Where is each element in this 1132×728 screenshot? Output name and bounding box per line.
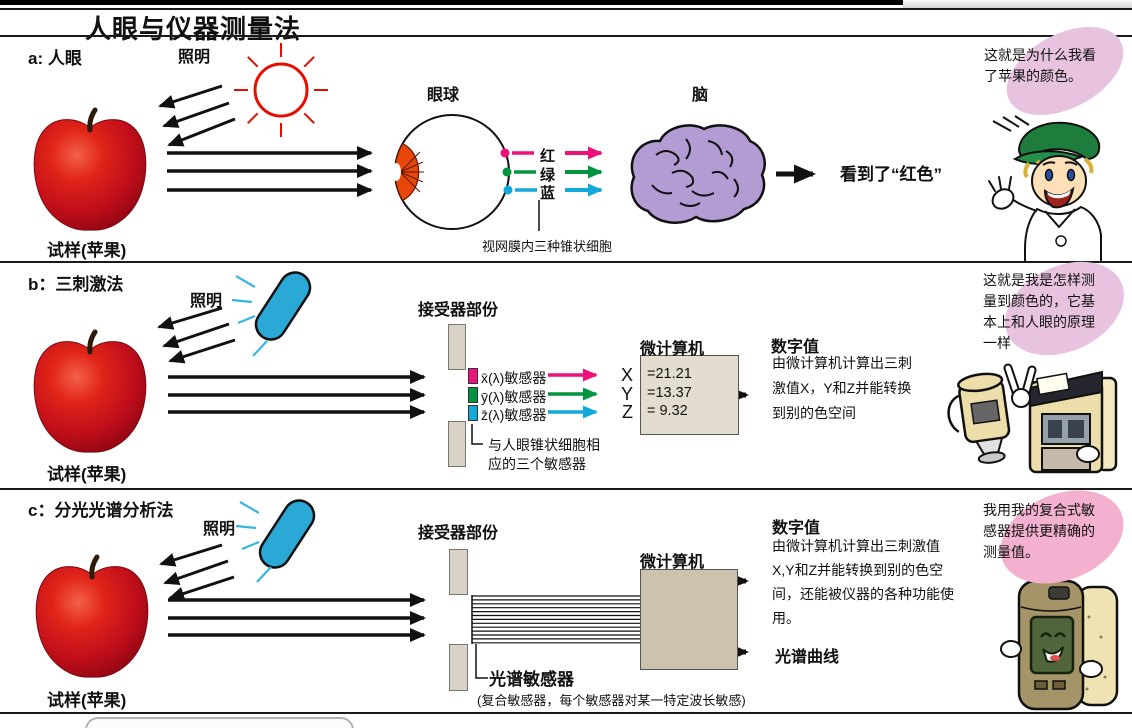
reflected-light-arrows-c — [168, 593, 426, 642]
illumination-arrows-c — [159, 543, 235, 601]
speech-text-b: 这就是我是怎样测量到颜色的，它基本上和人眼的原理一样 — [983, 272, 1095, 351]
cone-blue-label: 蓝 — [540, 185, 556, 202]
title-underline — [0, 35, 1132, 37]
apple-illustration — [33, 107, 147, 231]
section-b-label: b：三刺激法 — [28, 275, 124, 294]
spectral-sensor-note: (复合敏感器，每个敏感器对某一特定波长敏感) — [477, 693, 746, 708]
sensor-output-arrows — [548, 368, 598, 419]
symbol-z: Z — [622, 402, 633, 422]
bottom-rule — [0, 712, 1132, 714]
top-rule — [0, 8, 1132, 10]
reflected-light-arrows — [167, 146, 373, 197]
receiver-slit-lower-c — [449, 644, 468, 691]
microcomputer-label-c: 微计算机 — [640, 554, 705, 571]
sensor-x-label: x̄(λ)敏感器 — [481, 370, 547, 386]
microcomputer-box-c — [640, 569, 738, 670]
sensor-callout-line — [471, 424, 483, 445]
section-c-label: c：分光光谱分析法 — [28, 501, 174, 520]
symbol-x: X — [621, 365, 634, 385]
spectral-callout-line — [475, 644, 488, 679]
spectral-sensor-label: 光谱敏感器 — [489, 670, 574, 689]
symbol-y: Y — [621, 384, 634, 404]
instrument-characters — [947, 363, 1118, 474]
sensor-z-label: z̄(λ)敏感器 — [481, 407, 547, 423]
retina-note: 视网膜内三种锥状细胞 — [482, 239, 613, 254]
lamp-rays — [231, 275, 268, 357]
page-title: 人眼与仪器测量法 — [85, 14, 302, 44]
section-a-label: a: 人眼 — [28, 49, 82, 68]
speech-text-a: 这就是为什么我看了苹果的颜色。 — [984, 47, 1096, 84]
spectrophotometer-character — [1000, 579, 1119, 711]
apple-illustration-c — [35, 554, 149, 678]
eyeball-label: 眼球 — [427, 87, 460, 104]
value-x: =21.21 — [647, 366, 692, 382]
sensor-chip-z — [468, 405, 478, 421]
section-b-sample-label: 试样(苹果) — [47, 465, 127, 484]
receiver-label-c: 接受器部份 — [418, 525, 499, 542]
digital-text-b: 由微计算机计算出三刺激值X，Y和Z并能转换到别的色空间 — [772, 355, 912, 421]
receiver-slit-lower-b — [448, 421, 466, 467]
lamp-icon-c — [235, 499, 316, 583]
spectrum-lines — [471, 595, 640, 644]
spectral-curve-label: 光谱曲线 — [775, 649, 840, 666]
sensor-chip-x — [468, 368, 478, 384]
sensor-chip-y — [468, 387, 478, 403]
illumination-arrows-b — [157, 306, 236, 364]
section-b-illumination-label: 照明 — [190, 293, 223, 310]
speech-text-c: 我用我的复合式敏感器提供更精确的测量值。 — [983, 502, 1095, 560]
cone-green-label: 绿 — [540, 167, 556, 184]
receiver-slit-upper-b — [448, 324, 466, 370]
section-c-sample-label: 试样(苹果) — [47, 691, 127, 710]
reflected-light-arrows-b — [168, 370, 426, 419]
boy-character — [988, 115, 1102, 263]
divider-bc — [0, 488, 1132, 490]
microcomputer-box-b — [640, 355, 739, 435]
cone-red-label: 红 — [540, 148, 556, 165]
section-a-sample-label: 试样(苹果) — [47, 241, 127, 260]
cone-signal-dashes — [512, 151, 537, 192]
eyeball-illustration — [392, 114, 513, 230]
sensor-note-b: 与人眼锥状细胞相应的三个敏感器 — [488, 437, 600, 472]
brain-label: 脑 — [692, 87, 709, 104]
digital-text-c: 由微计算机计算出三刺激值X,Y和Z并能转换到别的色空间，还能被仪器的各种功能使用… — [772, 538, 954, 626]
result-text: 看到了“红色” — [840, 165, 942, 184]
value-y: =13.37 — [647, 385, 692, 401]
section-c-illumination-label: 照明 — [203, 521, 236, 538]
brain-illustration — [630, 124, 766, 224]
top-black-bar — [0, 0, 908, 5]
lamp-icon — [231, 271, 312, 357]
sun-icon — [234, 43, 328, 137]
section-a-illumination-label: 照明 — [178, 49, 211, 66]
cone-signal-arrows — [565, 146, 603, 197]
receiver-slit-upper-c — [449, 549, 468, 595]
microcomputer-label-b: 微计算机 — [640, 341, 705, 358]
digital-heading-b: 数字值 — [771, 339, 820, 356]
section-a-graphics — [33, 43, 1102, 263]
section-b-graphics — [33, 271, 1118, 474]
section-c-graphics — [35, 499, 1119, 711]
apple-illustration-b — [33, 329, 147, 453]
bottom-window-fragment — [85, 717, 354, 728]
value-z: = 9.32 — [647, 403, 688, 419]
divider-ab — [0, 261, 1132, 263]
digital-heading-c: 数字值 — [772, 520, 821, 537]
illumination-arrows — [158, 84, 236, 147]
receiver-label-b: 接受器部份 — [418, 302, 499, 319]
sensor-y-label: ȳ(λ)敏感器 — [481, 389, 547, 405]
